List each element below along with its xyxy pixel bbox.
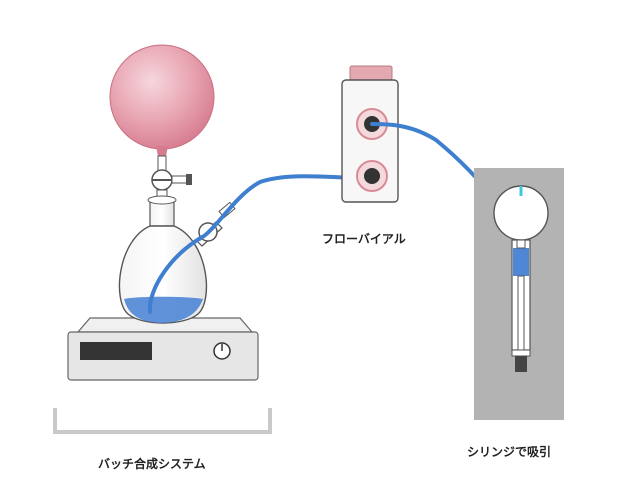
- vial-cap: [349, 65, 393, 81]
- transfer-tube-to-vial: [147, 173, 368, 314]
- syringe-liquid: [513, 248, 529, 276]
- stir-plate: [67, 317, 259, 381]
- round-bottom-flask: [118, 195, 236, 324]
- syringe-panel: [474, 168, 564, 420]
- reaction-liquid: [124, 296, 203, 323]
- balloon-stopcock: [151, 155, 192, 199]
- flow-vial: [341, 65, 399, 203]
- batch-bracket: [53, 408, 272, 434]
- balloon: [109, 44, 215, 156]
- flow-vial-label: フローバイアル: [322, 232, 406, 246]
- batch-system-label: バッチ合成システム: [98, 457, 206, 471]
- syringe-label: シリンジで吸引: [467, 445, 552, 459]
- stir-plate-display: [80, 342, 152, 360]
- port-icon: [356, 160, 388, 192]
